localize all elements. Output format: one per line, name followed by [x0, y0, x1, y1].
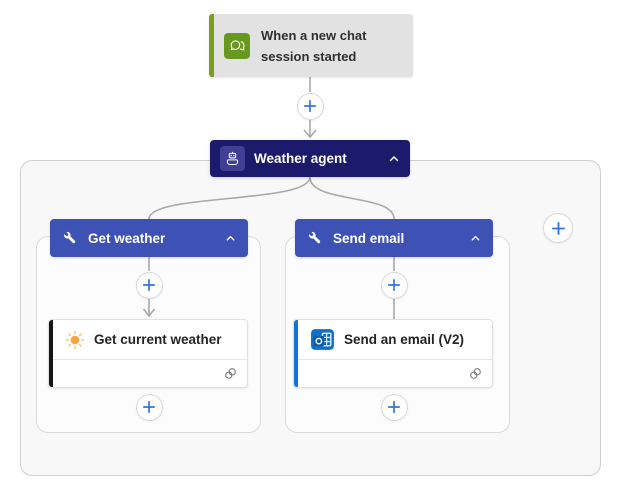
action-card-send-an-email[interactable]: Send an email (V2): [293, 319, 493, 388]
plus-icon: [387, 278, 401, 292]
connection-icon[interactable]: [468, 366, 483, 381]
trigger-title: When a new chat session started: [261, 27, 367, 64]
wrench-icon: [62, 231, 77, 246]
action-title: Get current weather: [94, 332, 222, 347]
insert-action-button-top[interactable]: [296, 92, 324, 120]
chat-icon: [224, 32, 250, 59]
chevron-up-icon[interactable]: [470, 233, 481, 244]
sun-icon: [65, 330, 85, 350]
chevron-up-icon[interactable]: [225, 233, 236, 244]
wrench-icon: [307, 231, 322, 246]
branch-header-send-email[interactable]: Send email: [295, 219, 493, 257]
insert-action-button-get-weather[interactable]: [135, 271, 163, 299]
plus-icon: [142, 278, 156, 292]
add-branch-button[interactable]: [543, 213, 573, 243]
agent-title: Weather agent: [254, 151, 347, 166]
branch-header-label: Send email: [333, 230, 405, 246]
bot-icon: [220, 146, 245, 171]
branch-header-label: Get weather: [88, 230, 166, 246]
card-accent-bar: [294, 320, 298, 387]
plus-icon: [303, 99, 317, 113]
outlook-icon: [310, 327, 335, 352]
trigger-node[interactable]: When a new chat session started: [209, 14, 413, 77]
add-action-button-get-weather-end[interactable]: [135, 393, 163, 421]
plus-icon: [142, 400, 156, 414]
connection-icon[interactable]: [223, 366, 238, 381]
card-accent-bar: [49, 320, 53, 387]
branch-header-get-weather[interactable]: Get weather: [50, 219, 248, 257]
action-title: Send an email (V2): [344, 332, 465, 347]
plus-icon: [387, 400, 401, 414]
plus-icon: [551, 221, 565, 235]
insert-action-button-send-email[interactable]: [380, 271, 408, 299]
chevron-up-icon[interactable]: [388, 153, 400, 165]
action-card-get-current-weather[interactable]: Get current weather: [48, 319, 248, 388]
agent-node[interactable]: Weather agent: [210, 140, 410, 177]
add-action-button-send-email-end[interactable]: [380, 393, 408, 421]
